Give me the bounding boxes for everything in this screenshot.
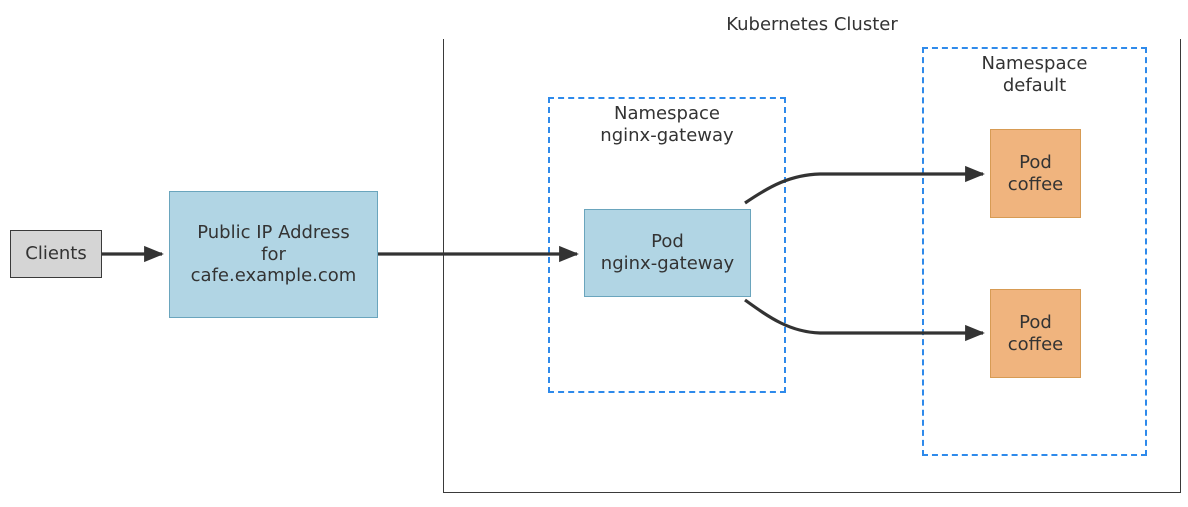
node-pod-coffee-1[interactable]: Pod coffee bbox=[990, 129, 1081, 218]
namespace-default-title: Namespace default bbox=[981, 53, 1088, 96]
namespace-nginx-gateway-title: Namespace nginx-gateway bbox=[600, 103, 734, 146]
namespace-default-container bbox=[922, 47, 1147, 456]
node-pod-coffee-2[interactable]: Pod coffee bbox=[990, 289, 1081, 378]
kubernetes-cluster-title: Kubernetes Cluster bbox=[443, 12, 1181, 39]
node-clients-label: Clients bbox=[25, 243, 87, 265]
node-public-ip-address-label: Public IP Address for cafe.example.com bbox=[190, 221, 357, 287]
node-pod-coffee-1-label: Pod coffee bbox=[1007, 151, 1064, 195]
node-pod-coffee-2-label: Pod coffee bbox=[1007, 311, 1064, 355]
node-pod-nginx-gateway-label: Pod nginx-gateway bbox=[600, 231, 735, 274]
node-pod-nginx-gateway[interactable]: Pod nginx-gateway bbox=[584, 209, 751, 297]
node-clients[interactable]: Clients bbox=[10, 230, 102, 278]
node-public-ip-address[interactable]: Public IP Address for cafe.example.com bbox=[169, 191, 378, 318]
namespace-nginx-gateway-container bbox=[548, 97, 786, 393]
